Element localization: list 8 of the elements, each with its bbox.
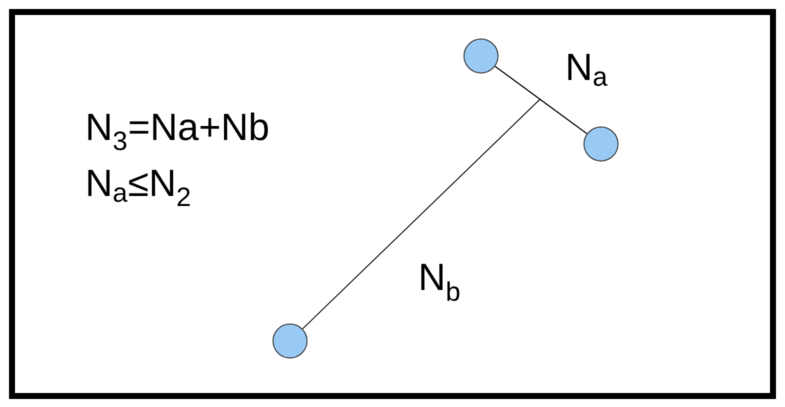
circle-node xyxy=(464,38,498,74)
circle-node xyxy=(272,323,308,358)
circle-node xyxy=(584,126,618,162)
formula-text: N$_{b}$ xyxy=(421,264,460,301)
formula-text: N$_{3}$=Na+Nb xyxy=(88,112,268,150)
formula-text: N$_{a}$≤N$_{2}$ xyxy=(88,170,190,206)
formula-text: N$_{a}$ xyxy=(568,54,608,86)
line xyxy=(302,66,588,330)
